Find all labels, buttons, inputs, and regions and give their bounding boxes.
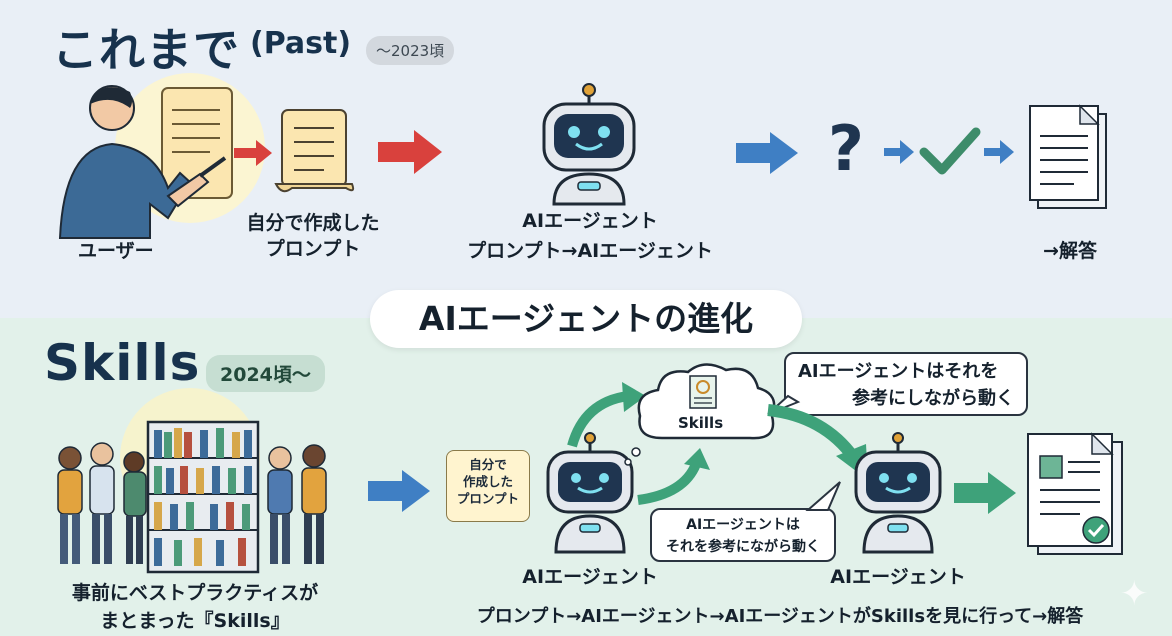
agent2-label: AIエージェント bbox=[830, 566, 966, 588]
speech-bubble-middle-line2: それを参考にながら動く bbox=[666, 539, 820, 555]
skills-title: Skills bbox=[44, 334, 201, 392]
robot-icon-skills-2 bbox=[854, 432, 942, 554]
red-arrow-large bbox=[378, 130, 442, 174]
robot-icon-skills-1 bbox=[546, 432, 634, 554]
green-arrow-up-to-cloud bbox=[567, 382, 646, 448]
past-era-badge: ～2023頃 bbox=[366, 36, 455, 65]
past-title-suffix: (Past) bbox=[250, 26, 352, 61]
answer-document-icon bbox=[1029, 104, 1107, 209]
green-arrow-robot-to-cloud bbox=[637, 448, 710, 505]
library-label-line2: まとまった『Skills』 bbox=[100, 610, 290, 632]
speech-bubble-top-line2: 参考にしながら動く bbox=[852, 388, 1014, 409]
blue-arrow-small-2 bbox=[984, 140, 1014, 164]
answer-label: →解答 bbox=[1043, 240, 1097, 262]
speech-bubble-middle-tail bbox=[805, 481, 841, 511]
user-label: ユーザー bbox=[78, 240, 154, 262]
sparkle-icon: ✦ bbox=[1120, 574, 1149, 614]
prompt-note: 自分で 作成した プロンプト bbox=[446, 450, 530, 522]
skills-answer-document-icon bbox=[1027, 432, 1123, 555]
prompt-label-line2: プロンプト bbox=[265, 238, 361, 260]
blue-arrow-large bbox=[736, 132, 798, 174]
prompt-note-line2: 作成した bbox=[462, 474, 513, 489]
question-mark-icon: ? bbox=[828, 112, 864, 185]
skills-cloud bbox=[637, 363, 776, 440]
speech-bubble-middle-line1: AIエージェントは bbox=[686, 517, 800, 533]
flow-caption: プロンプト→AIエージェント→AIエージェントがSkillsを見に行って→解答 bbox=[476, 606, 1084, 627]
cloud-tail-bubbles bbox=[624, 447, 641, 466]
blue-arrow-small-1 bbox=[884, 140, 914, 164]
speech-bubble-middle: AIエージェントは それを参考にながら動く bbox=[650, 508, 836, 562]
prompt-label-line1: 自分で作成した bbox=[246, 212, 380, 234]
cloud-label: Skills bbox=[678, 414, 724, 432]
prompt-note-line3: プロンプト bbox=[456, 491, 520, 506]
user-writing-illustration bbox=[58, 73, 265, 239]
agent-label-past-line2: プロンプト→AIエージェント bbox=[467, 240, 713, 262]
prompt-scroll-icon bbox=[274, 109, 355, 193]
robot-icon-past bbox=[542, 83, 636, 206]
green-arrow-to-answer bbox=[954, 472, 1016, 514]
prompt-note-line1: 自分で bbox=[469, 457, 507, 472]
agent-label-past-line1: AIエージェント bbox=[522, 210, 658, 232]
speech-bubble-top: AIエージェントはそれを 参考にしながら動く bbox=[784, 352, 1028, 416]
skills-era-badge: 2024頃～ bbox=[206, 355, 325, 392]
agent1-label: AIエージェント bbox=[522, 566, 658, 588]
evolution-banner: AIエージェントの進化 bbox=[370, 290, 802, 348]
check-mark-icon bbox=[919, 127, 981, 175]
red-arrow-small bbox=[234, 140, 272, 166]
library-label-line1: 事前にベストプラクティスが bbox=[71, 582, 319, 604]
team-with-bookshelf-illustration bbox=[57, 388, 327, 574]
blue-arrow-skills bbox=[368, 470, 430, 512]
past-title: これまで bbox=[52, 23, 240, 77]
speech-bubble-top-line1: AIエージェントはそれを bbox=[798, 361, 999, 382]
